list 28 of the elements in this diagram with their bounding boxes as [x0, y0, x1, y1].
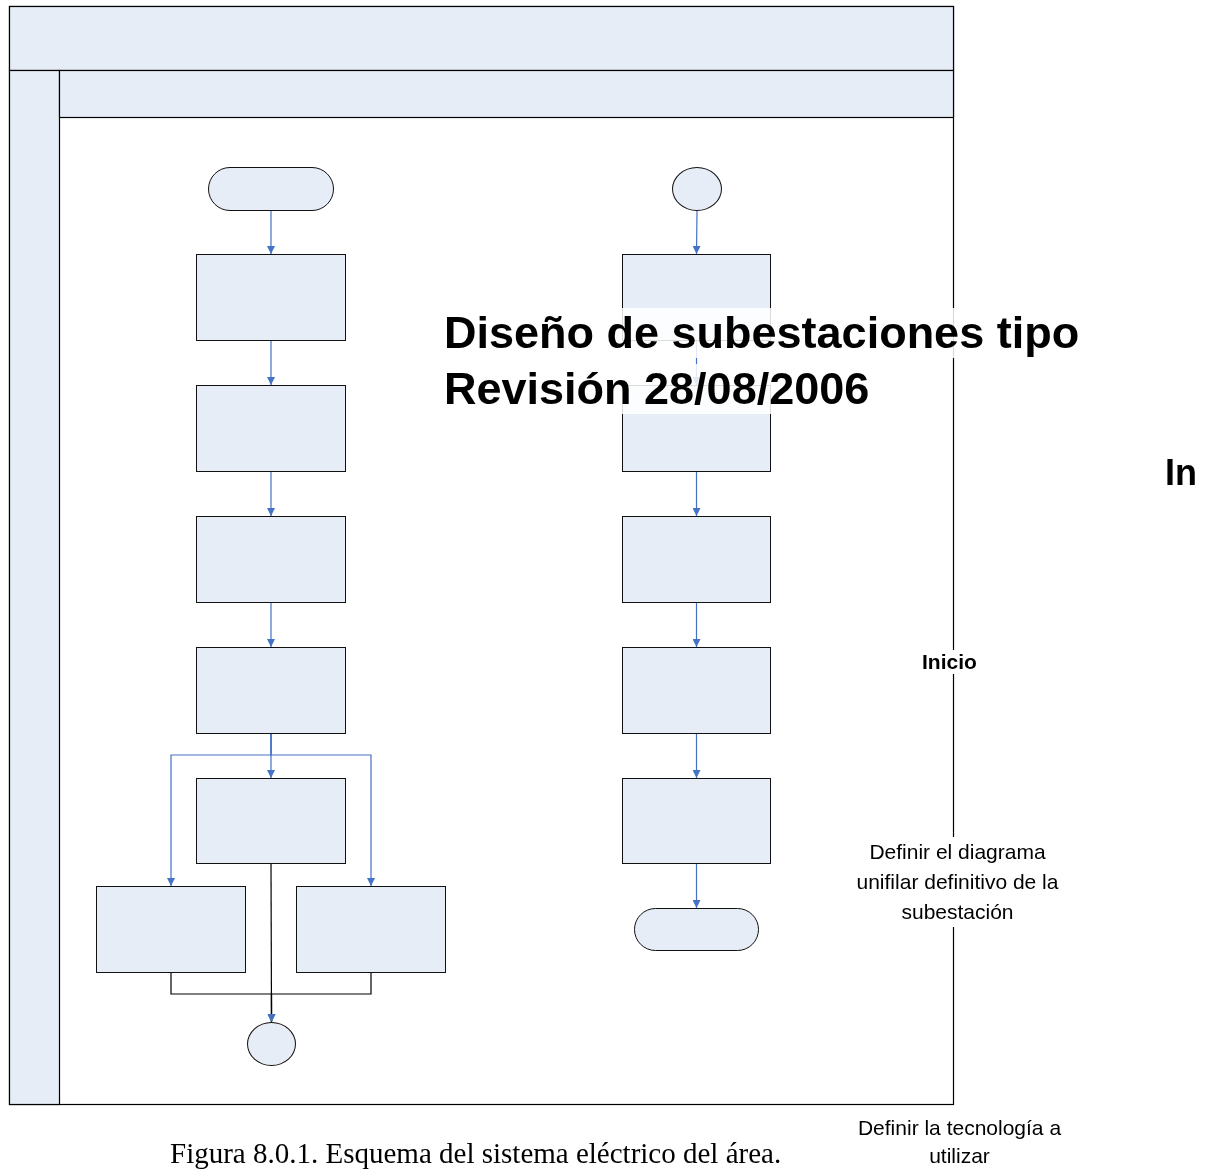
process-box [296, 886, 446, 973]
process-box [622, 778, 771, 864]
arrow [267, 340, 275, 386]
arrow [270, 733, 375, 887]
arrow [692, 210, 701, 255]
arrow [692, 863, 701, 909]
figure-caption: Figura 8.0.1. Esquema del sistema eléctrico del área. [170, 1137, 782, 1170]
revision-date: Revisión 28/08/2006 [444, 364, 870, 414]
process-box [196, 516, 346, 603]
arrow [692, 733, 701, 779]
process-box [196, 647, 346, 734]
arrow [692, 471, 701, 517]
terminator-shape [634, 908, 759, 951]
arrow [267, 210, 275, 255]
process-box [196, 254, 346, 341]
label-text: Inicio [922, 650, 977, 674]
arrow [267, 471, 275, 517]
process-box [96, 886, 246, 973]
arrow [267, 972, 372, 1023]
process-box [622, 647, 771, 734]
arrow [267, 602, 275, 648]
terminator-shape [208, 167, 334, 211]
process-box [622, 516, 771, 603]
title-text: Diseño de subestaciones tipo [444, 308, 1080, 358]
process-box [196, 385, 346, 472]
heading-fragment: In [1165, 452, 1197, 494]
arrow [692, 602, 701, 648]
process-box [196, 778, 346, 864]
